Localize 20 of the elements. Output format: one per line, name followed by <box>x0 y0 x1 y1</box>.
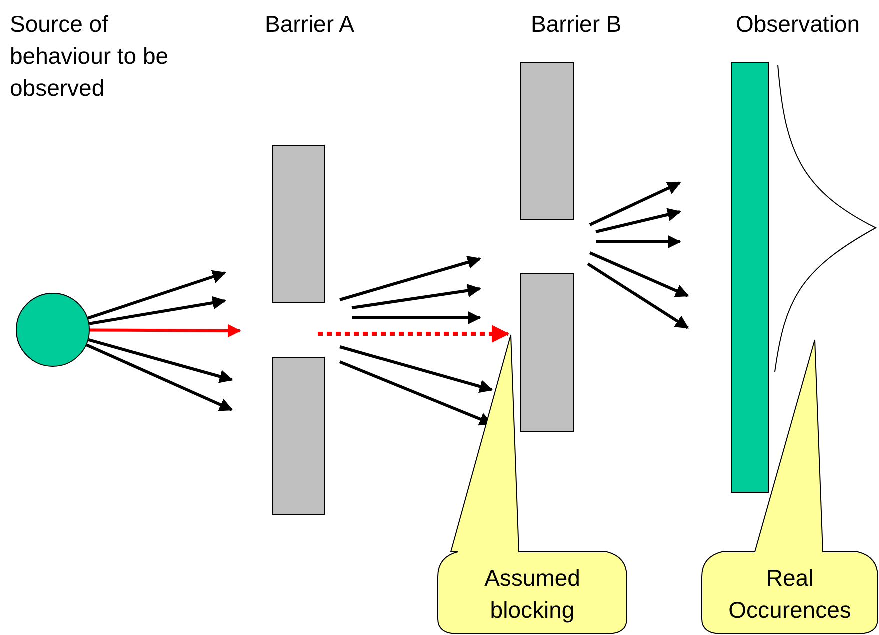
dashed-arrow <box>318 325 510 343</box>
caption-text: Source of behaviour to be observed <box>10 10 170 103</box>
source-circle <box>16 293 90 367</box>
column-heading: Observation <box>736 10 862 39</box>
barrier-bar <box>731 62 769 493</box>
callout-text: Assumed blocking <box>484 564 582 625</box>
barrier-bar <box>520 62 574 220</box>
callout-text: Real Occurences <box>728 564 852 625</box>
arrow <box>88 270 226 320</box>
column-heading: Barrier B <box>531 10 623 39</box>
arrow <box>90 324 242 338</box>
callout-bubble <box>702 340 878 634</box>
arrow <box>89 296 226 326</box>
barrier-bar <box>272 145 325 303</box>
barrier-bar <box>520 273 574 432</box>
arrow <box>86 344 234 412</box>
arrow <box>88 338 234 384</box>
barrier-bar <box>272 357 325 515</box>
column-heading: Barrier A <box>265 10 356 39</box>
callout-bubble <box>438 335 627 634</box>
